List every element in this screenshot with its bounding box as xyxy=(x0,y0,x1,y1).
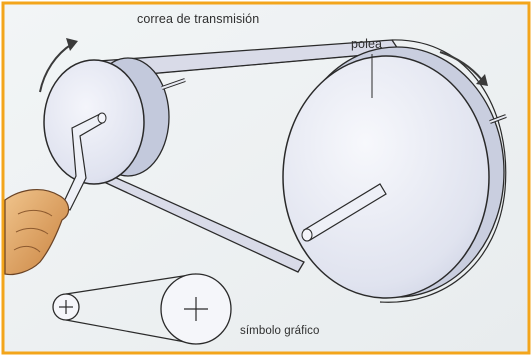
rotation-arrow-right-icon xyxy=(439,51,488,86)
graphic-symbol xyxy=(52,273,232,345)
large-pulley-shaft-end xyxy=(301,228,313,242)
rotation-arrow-left-icon xyxy=(39,38,78,93)
large-pulley-axle-back-highlight xyxy=(489,115,507,123)
crank-handle-pivot xyxy=(97,112,107,124)
graphic-symbol-label: símbolo gráfico xyxy=(240,325,320,337)
hand-icon xyxy=(4,189,70,276)
small-pulley-axle-highlight xyxy=(161,79,186,89)
belt-label: correa de transmisión xyxy=(137,12,260,26)
large-pulley-face xyxy=(282,55,490,299)
pulley-label: polea xyxy=(351,37,383,51)
